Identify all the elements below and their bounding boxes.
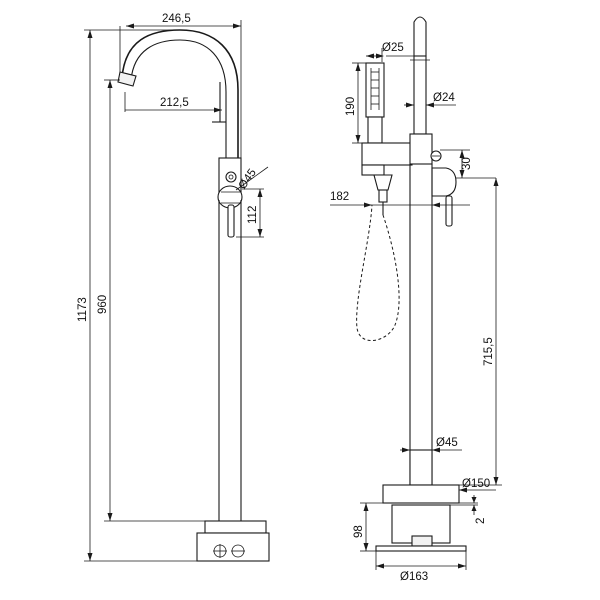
- left-view: 246,5 212,5 Ø45 112 1173 960: [77, 13, 270, 562]
- base-flange-right: [382, 484, 460, 504]
- handle-lever: [227, 204, 235, 238]
- dim-base-diameter: Ø163: [400, 571, 428, 583]
- dim-base-height: 98: [353, 525, 365, 538]
- right-handle: [431, 167, 457, 197]
- handshower-head: [365, 62, 385, 118]
- hose: [356, 204, 400, 342]
- dim-handshower-length: 190: [345, 97, 357, 116]
- dim-column-height: 715,5: [483, 337, 495, 366]
- spout-outer-arc: [121, 29, 239, 160]
- dim-base-gap: 2: [475, 518, 487, 524]
- dim-spout-reach-outer: 246,5: [162, 13, 191, 25]
- mixer-body-right: [361, 142, 413, 166]
- dim-column-diameter: Ø45: [436, 437, 458, 449]
- dim-handshower-diameter: Ø25: [382, 42, 404, 54]
- dim-handle-height: 112: [247, 206, 259, 224]
- dim-riser-diameter: Ø24: [433, 92, 455, 104]
- dim-overall-height: 1173: [77, 297, 89, 322]
- dim-mixer-height: 30: [461, 157, 473, 170]
- spout-outlet: [117, 71, 137, 87]
- base-box-left: [196, 532, 270, 562]
- column-collar: [409, 133, 433, 165]
- dim-spout-height: 960: [97, 295, 109, 314]
- base-flange-left: [204, 520, 267, 534]
- dim-spout-reach-inner: 212,5: [160, 97, 189, 109]
- spout-inner-arc: [130, 39, 227, 160]
- right-view: Ø25 190 Ø24 182 30 715,5: [330, 16, 502, 583]
- dim-base-flange-diameter: Ø150: [462, 478, 490, 490]
- dim-holder-offset: 182: [330, 191, 349, 203]
- hose-connector: [373, 174, 393, 191]
- handle-knob: [225, 171, 237, 183]
- riser-tube-top: [413, 16, 427, 57]
